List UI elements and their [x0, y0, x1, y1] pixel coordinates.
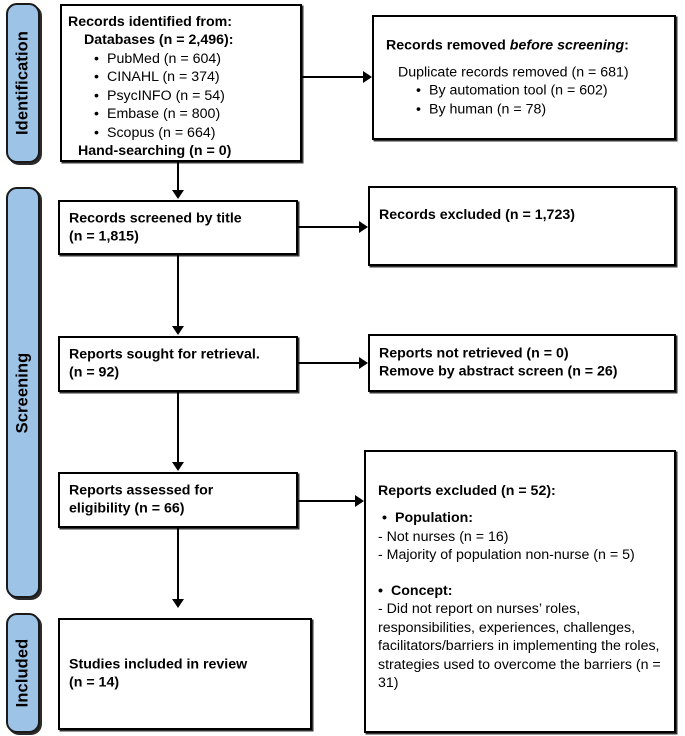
stage-band-identification: Identification — [6, 3, 40, 163]
removal-method-item: •By human (n = 78) — [416, 101, 547, 118]
arrowhead-screened-to-sought — [172, 326, 184, 335]
arrowhead-sought-to-not-retrieved — [359, 357, 368, 369]
connector-identified-to-screened — [177, 162, 179, 191]
bullet-icon: • — [94, 50, 99, 67]
stage-band-included-label: Included — [13, 638, 32, 708]
reports-excluded-population-item: - Majority of population non-nurse (n = … — [378, 547, 635, 564]
records-removed-heading-emphasis: before screening — [509, 37, 625, 54]
connector-assessed-to-reports-excluded — [298, 500, 355, 502]
reports-not-retrieved-line2: Remove by abstract screen (n = 26) — [379, 364, 618, 380]
bullet-icon: • — [94, 124, 99, 141]
box-reports-excluded: Reports excluded (n = 52): •Population: … — [364, 450, 676, 733]
records-excluded-line1: Records excluded (n = 1,723) — [379, 207, 575, 223]
source-item: •PsycINFO (n = 54) — [94, 87, 225, 104]
bullet-icon: • — [382, 510, 387, 527]
source-item: •CINAHL (n = 374) — [94, 69, 220, 86]
connector-assessed-to-included — [177, 528, 179, 600]
studies-included-line1: Studies included in review — [69, 656, 248, 673]
reports-assessed-line1: Reports assessed for — [69, 482, 214, 499]
records-screened-line1: Records screened by title — [69, 210, 242, 227]
connector-identified-to-removed — [302, 76, 363, 78]
records-removed-heading: Records removed before screening: — [386, 37, 629, 54]
source-item: •Embase (n = 800) — [94, 106, 221, 123]
stage-band-identification-label: Identification — [13, 30, 32, 136]
duplicate-records-removed: Duplicate records removed (n = 681) — [398, 64, 629, 81]
arrowhead-identified-to-removed — [363, 71, 372, 83]
source-item: •PubMed (n = 604) — [94, 50, 221, 67]
box-reports-sought-for-retrieval: Reports sought for retrieval. (n = 92) — [58, 336, 298, 392]
bullet-icon: • — [378, 582, 383, 599]
stage-band-screening: Screening — [6, 187, 40, 598]
box-reports-not-retrieved: Reports not retrieved (n = 0) Remove by … — [368, 334, 676, 392]
box-reports-assessed-for-eligibility: Reports assessed for eligibility (n = 66… — [58, 472, 298, 528]
box-studies-included-in-review: Studies included in review (n = 14) — [58, 618, 312, 730]
box-records-removed-before-screening: Records removed before screening: Duplic… — [372, 15, 676, 140]
studies-included-line2: (n = 14) — [69, 675, 120, 691]
stage-band-included: Included — [6, 613, 40, 733]
reports-sought-line2: (n = 92) — [69, 365, 120, 381]
reports-excluded-concept-text: - Did not report on nurses’ roles, respo… — [378, 601, 661, 692]
box-records-excluded: Records excluded (n = 1,723) — [368, 186, 676, 266]
stage-band-screening-label: Screening — [13, 352, 32, 433]
connector-screened-to-sought — [177, 255, 179, 327]
arrowhead-screened-to-excluded — [359, 221, 368, 233]
records-identified-heading: Records identified from: — [68, 14, 232, 30]
reports-not-retrieved-line1: Reports not retrieved (n = 0) — [379, 345, 569, 362]
reports-excluded-concept-heading: •Concept: — [378, 582, 453, 599]
arrowhead-assessed-to-included — [172, 599, 184, 608]
reports-excluded-population-item: - Not nurses (n = 16) — [378, 528, 509, 545]
records-screened-line2: (n = 1,815) — [69, 228, 139, 245]
reports-assessed-line2: eligibility (n = 66) — [69, 501, 185, 517]
reports-sought-line1: Reports sought for retrieval. — [69, 346, 260, 363]
box-records-screened-by-title: Records screened by title (n = 1,815) — [58, 200, 298, 255]
bullet-icon: • — [94, 69, 99, 86]
arrowhead-sought-to-assessed — [172, 462, 184, 471]
bullet-icon: • — [416, 101, 421, 118]
connector-sought-to-not-retrieved — [298, 362, 359, 364]
arrowhead-identified-to-screened — [172, 190, 184, 199]
box-records-identified: Records identified from: Databases (n = … — [60, 4, 302, 162]
removal-method-item: •By automation tool (n = 602) — [416, 83, 608, 99]
connector-sought-to-assessed — [177, 392, 179, 463]
reports-excluded-heading: Reports excluded (n = 52): — [378, 483, 556, 499]
connector-screened-to-excluded — [298, 226, 359, 228]
arrowhead-assessed-to-reports-excluded — [355, 495, 364, 507]
reports-excluded-population-heading: •Population: — [382, 510, 474, 527]
records-identified-hand-searching: Hand-searching (n = 0) — [78, 143, 232, 160]
source-item: •Scopus (n = 664) — [94, 124, 216, 141]
bullet-icon: • — [94, 106, 99, 123]
records-identified-databases: Databases (n = 2,496): — [84, 32, 234, 49]
bullet-icon: • — [416, 83, 421, 99]
bullet-icon: • — [94, 87, 99, 104]
